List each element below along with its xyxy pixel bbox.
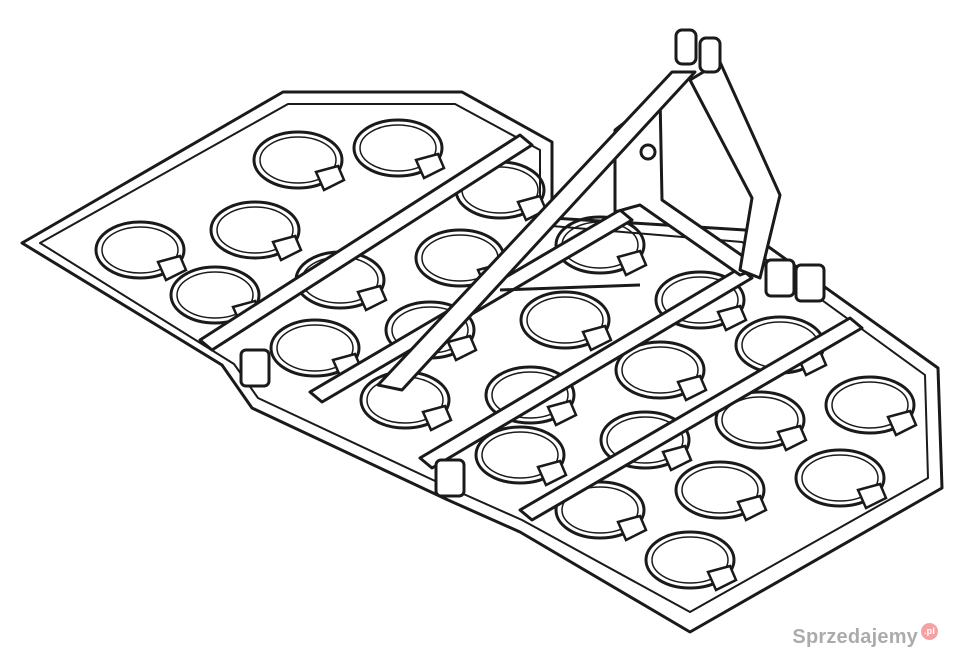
harrow-ring (644, 530, 736, 590)
harrow-ring (714, 390, 806, 450)
harrow-ring (474, 425, 566, 485)
harrow-ring (209, 200, 301, 260)
ring-clamp (536, 459, 568, 487)
ring-clamp (736, 494, 768, 522)
harrow-ring-inner (606, 416, 684, 464)
ring-clamp (616, 514, 648, 542)
harrow-ring (169, 265, 261, 325)
harrow-ring-inner (359, 124, 437, 172)
harrow-ring (252, 130, 344, 190)
harrow-ring (794, 448, 886, 508)
hitch-top-pin (674, 28, 698, 66)
harrow-ring-inner (276, 324, 354, 372)
cross-bars (198, 133, 864, 522)
hitch-lower-link (499, 283, 641, 292)
ring-clamp (886, 409, 918, 437)
harrow-ring-inner (176, 271, 254, 319)
ring-clamp (414, 152, 446, 180)
watermark-text: Sprzedajemy (792, 626, 918, 648)
harrow-ring (94, 220, 186, 280)
harrow-ring-inner (831, 381, 909, 429)
harrow-ring-inner (216, 206, 294, 254)
ring-clamp (616, 249, 648, 277)
frame-inner (39, 103, 929, 613)
ring-clamp (271, 234, 303, 262)
ring-clamp (716, 304, 748, 332)
harrow-ring-inner (526, 296, 604, 344)
ring-clamp (156, 254, 188, 282)
ring-clamp (546, 399, 578, 427)
ring-clamp (676, 374, 708, 402)
harrow-ring-inner (651, 536, 729, 584)
harrow-ring-inner (621, 346, 699, 394)
harrow-ring-inner (801, 454, 879, 502)
hitch-top-pin-2 (698, 36, 722, 74)
ring-clamp (661, 444, 693, 472)
ring-clamp (776, 424, 808, 452)
harrow-ring (269, 318, 361, 378)
harrow-ring (352, 118, 444, 178)
ring-clamp (856, 482, 888, 510)
harrow-ring (554, 215, 646, 275)
harrow-ring-inner (681, 466, 759, 514)
watermark-badge: .pl (921, 623, 938, 640)
ring-clamp (314, 164, 346, 192)
harrow-ring-inner (481, 431, 559, 479)
harrow-ring-inner (491, 371, 569, 419)
ring-clamp (446, 334, 478, 362)
ring-clamp (421, 404, 453, 432)
hinge-bracket (794, 263, 826, 303)
watermark: Sprzedajemy .pl (792, 623, 938, 649)
harrow-ring (824, 375, 916, 435)
harrow-ring (599, 410, 691, 470)
ring-clamp (356, 284, 388, 312)
ring-clamp (581, 324, 613, 352)
ring-clamp (706, 564, 738, 592)
harrow-ring (674, 460, 766, 520)
cross-bar (418, 266, 754, 470)
hitch-pin-hole (639, 143, 657, 161)
frame-outline (20, 90, 944, 634)
harrow-ring-inner (101, 226, 179, 274)
hitch-mast-left (376, 70, 697, 392)
harrow-ring (484, 365, 576, 425)
hinge-bracket (239, 348, 271, 388)
harrow-ring (654, 270, 746, 330)
outer-frame (20, 90, 944, 634)
cross-bar (518, 316, 864, 522)
three-point-hitch (376, 28, 782, 392)
harrow-ring-inner (721, 396, 799, 444)
cross-bar (198, 133, 534, 352)
harrow-ring (614, 340, 706, 400)
harrow-ring-inner (259, 136, 337, 184)
hinge-bracket (764, 258, 796, 298)
harrow-ring-inner (661, 276, 739, 324)
harrow-ring-inner (561, 486, 639, 534)
hinge-bracket (434, 458, 466, 498)
harrow-ring (519, 290, 611, 350)
